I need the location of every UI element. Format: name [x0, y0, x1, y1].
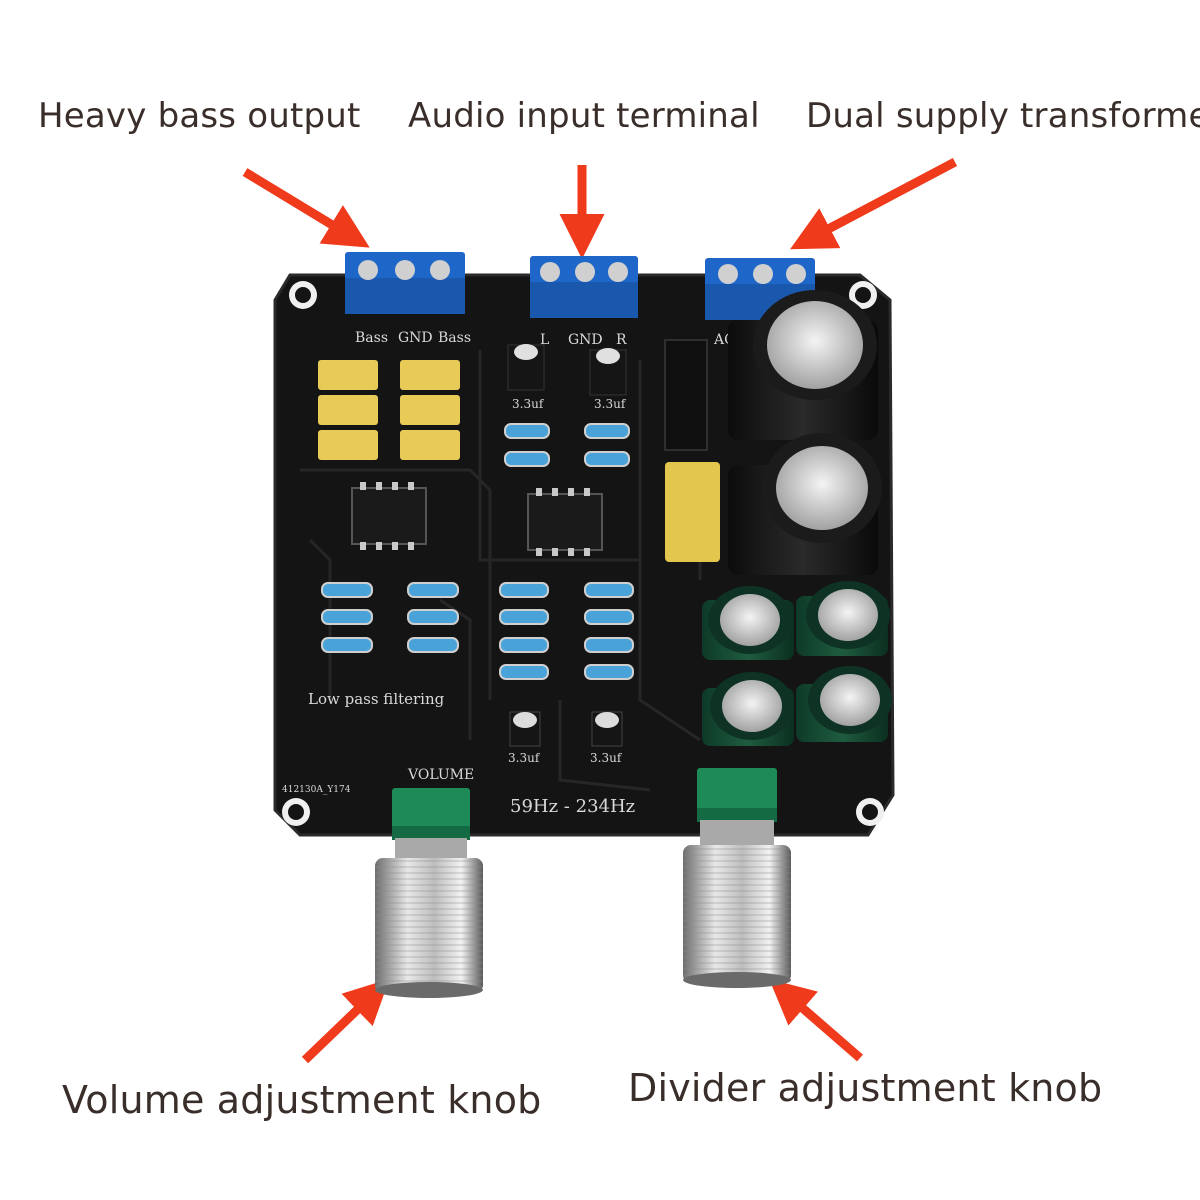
- heavy-bass-output-label: Heavy bass output: [38, 96, 361, 136]
- volume-knob[interactable]: [375, 788, 483, 998]
- silk-bass-left: Bass: [355, 330, 388, 346]
- green-caps: [702, 581, 892, 746]
- regulator-ic: [664, 339, 708, 451]
- audio-input-terminal: [530, 256, 638, 318]
- silk-input-gnd: GND: [568, 332, 603, 348]
- silk-cap-bottom-right: 3.3uf: [590, 751, 623, 765]
- silk-gnd-left: GND: [398, 330, 433, 346]
- silk-low-pass: Low pass filtering: [308, 690, 445, 708]
- silk-cap-bottom-left: 3.3uf: [508, 751, 541, 765]
- silk-freq-range: 59Hz - 234Hz: [510, 796, 635, 817]
- resistors: [321, 423, 634, 680]
- divider-adjustment-knob-label: Divider adjustment knob: [628, 1066, 1103, 1110]
- volume-adjustment-knob-label: Volume adjustment knob: [62, 1078, 542, 1122]
- silk-cap-top-right: 3.3uf: [594, 397, 627, 411]
- film-capacitors: [318, 360, 720, 562]
- dual-supply-transformer-label: Dual supply transformer: [806, 96, 1200, 136]
- divider-knob[interactable]: [683, 768, 791, 988]
- small-caps-top: [507, 344, 627, 396]
- large-filter-caps: [728, 290, 882, 575]
- silk-input-r: R: [616, 332, 627, 348]
- arrows: [242, 158, 958, 1064]
- bass-output-terminal: [345, 252, 465, 314]
- small-caps-bottom: [509, 711, 623, 747]
- silk-volume: VOLUME: [407, 767, 474, 783]
- silk-board-code: 412130A_Y174: [282, 785, 351, 795]
- silk-input-l: L: [540, 332, 549, 348]
- mounting-holes: [282, 281, 884, 826]
- silk-cap-top-left: 3.3uf: [512, 397, 545, 411]
- silk-bass-right: Bass: [438, 330, 471, 346]
- audio-input-terminal-label: Audio input terminal: [408, 96, 760, 136]
- op-amp-ics: [351, 482, 603, 556]
